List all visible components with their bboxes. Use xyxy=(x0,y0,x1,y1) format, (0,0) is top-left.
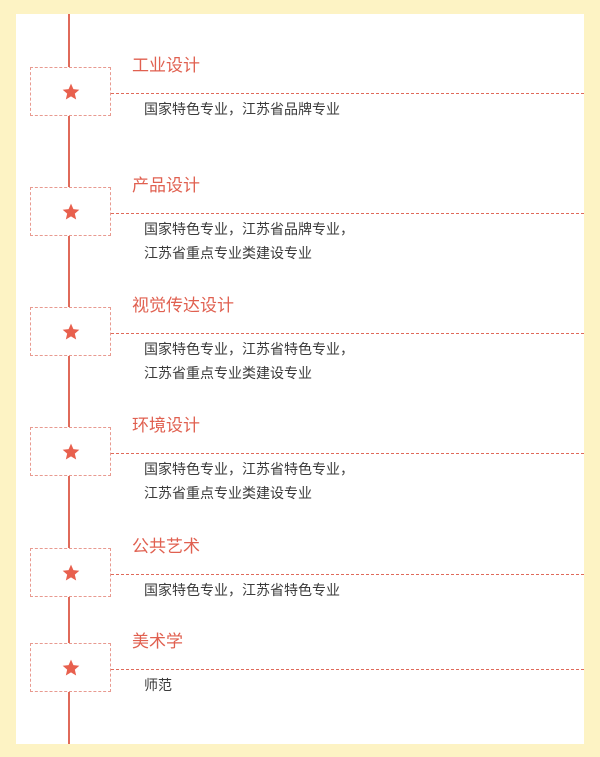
star-icon xyxy=(62,443,79,459)
star-marker xyxy=(30,187,111,236)
star-icon xyxy=(62,659,79,675)
description-line: 江苏省重点专业类建设专业 xyxy=(144,366,312,382)
divider xyxy=(111,333,584,334)
description-line: 国家特色专业，江苏省特色专业， xyxy=(144,342,354,358)
major-description: 国家特色专业，江苏省品牌专业 xyxy=(144,98,340,122)
major-title: 工业设计 xyxy=(132,56,200,76)
description-line: 江苏省重点专业类建设专业 xyxy=(144,486,312,502)
star-marker xyxy=(30,67,111,116)
major-title: 环境设计 xyxy=(132,416,200,436)
star-icon xyxy=(62,323,79,339)
major-description: 国家特色专业，江苏省特色专业， 江苏省重点专业类建设专业 xyxy=(144,338,354,386)
major-description: 国家特色专业，江苏省品牌专业， 江苏省重点专业类建设专业 xyxy=(144,218,354,266)
major-title: 美术学 xyxy=(132,632,183,652)
major-description: 师范 xyxy=(144,674,172,698)
star-icon xyxy=(62,564,79,580)
divider xyxy=(111,213,584,214)
star-marker xyxy=(30,548,111,597)
star-marker xyxy=(30,307,111,356)
description-line: 国家特色专业，江苏省品牌专业 xyxy=(144,102,340,118)
divider xyxy=(111,453,584,454)
description-line: 国家特色专业，江苏省特色专业 xyxy=(144,583,340,599)
divider xyxy=(111,669,584,670)
description-line: 江苏省重点专业类建设专业 xyxy=(144,246,312,262)
star-marker xyxy=(30,427,111,476)
divider xyxy=(111,93,584,94)
description-line: 国家特色专业，江苏省特色专业， xyxy=(144,462,354,478)
star-icon xyxy=(62,83,79,99)
major-title: 公共艺术 xyxy=(132,537,200,557)
star-icon xyxy=(62,203,79,219)
description-line: 师范 xyxy=(144,678,172,694)
major-title: 产品设计 xyxy=(132,176,200,196)
star-marker xyxy=(30,643,111,692)
description-line: 国家特色专业，江苏省品牌专业， xyxy=(144,222,354,238)
majors-panel: 工业设计 国家特色专业，江苏省品牌专业 产品设计 国家特色专业，江苏省品牌专业，… xyxy=(16,14,584,744)
major-description: 国家特色专业，江苏省特色专业， 江苏省重点专业类建设专业 xyxy=(144,458,354,506)
timeline-line xyxy=(68,14,70,744)
major-description: 国家特色专业，江苏省特色专业 xyxy=(144,579,340,603)
major-title: 视觉传达设计 xyxy=(132,296,234,316)
divider xyxy=(111,574,584,575)
